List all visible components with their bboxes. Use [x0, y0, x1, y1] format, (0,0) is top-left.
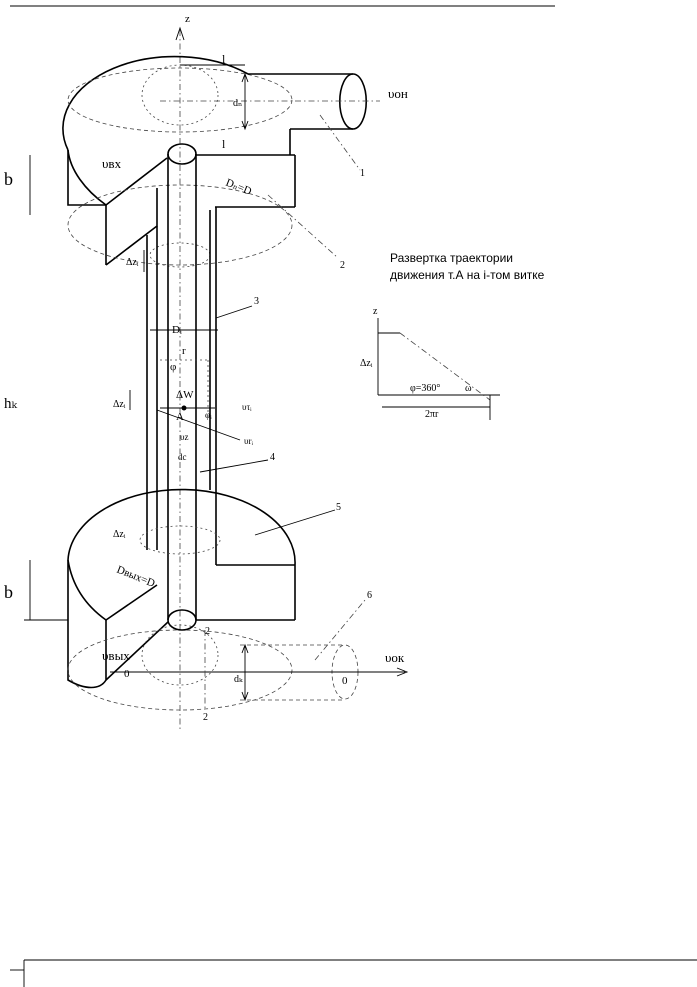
- dz-bottom-label: Δzᵢ: [113, 529, 126, 540]
- b-bottom-label: b: [4, 582, 13, 602]
- unfold-omega-label: ω: [465, 383, 472, 394]
- unfold-dz-label: Δzᵢ: [360, 358, 373, 369]
- section-mark-bottom: 2: [203, 712, 208, 723]
- zero-right-label: 0: [342, 675, 348, 687]
- d-bottom-label: dₖ: [234, 674, 243, 685]
- central-pipe: [146, 154, 241, 620]
- hk-label: hₖ: [4, 396, 18, 412]
- l-top-label: l: [222, 52, 226, 66]
- r-label: r: [182, 345, 186, 357]
- part-number-2: 2: [340, 260, 345, 271]
- dz-left-label: Δzᵢ: [113, 399, 126, 410]
- v-z-label: υz: [180, 432, 188, 442]
- A-label: A: [176, 411, 184, 423]
- part-number-3: 3: [254, 296, 259, 307]
- unfold-title-line1: Развертка траектории: [390, 251, 513, 265]
- dW-label: ΔW: [176, 389, 194, 401]
- part-number-4: 4: [270, 452, 275, 463]
- phi-label: φ: [170, 361, 176, 373]
- unfold-title-line2: движения т.А на i-том витке: [390, 268, 545, 282]
- D-bottom-label: Dвых=D: [115, 564, 157, 590]
- v-ti-label: υτᵢ: [242, 402, 252, 412]
- pipe-bottom-ellipse: [167, 609, 197, 631]
- pipe-top-ellipse: [167, 143, 197, 165]
- unfold-2pir-label: 2πr: [425, 409, 439, 420]
- z-axis: [175, 26, 185, 730]
- part-number-5: 5: [336, 502, 341, 513]
- v-ri-label: υrᵢ: [244, 436, 253, 446]
- part-number-1: 1: [360, 168, 365, 179]
- phi-i-label: φᵢ: [205, 410, 212, 420]
- leader-lines: [199, 114, 366, 661]
- part-number-6: 6: [367, 590, 372, 601]
- l-mid-label: l: [222, 137, 226, 151]
- Di-label: Dᵢ: [172, 324, 182, 336]
- b-top-label: b: [4, 169, 13, 189]
- zero-left-label: 0: [124, 668, 130, 680]
- v-in-label: υон: [388, 86, 408, 101]
- section-mark-top: 2: [205, 626, 210, 637]
- v-vx-label: υвх: [102, 156, 122, 171]
- d-top-label: dₙ: [233, 98, 242, 109]
- bottom-chamber: [67, 488, 409, 711]
- unfold-z-label: z: [373, 306, 378, 317]
- v-ok-label: υок: [385, 650, 405, 665]
- unfold-phi-label: φ=360°: [410, 383, 440, 394]
- unfold-diagram: [377, 318, 500, 420]
- v-out-label: υвых: [102, 648, 130, 663]
- D-top-label: Dₙ=D: [224, 177, 253, 198]
- z-axis-label: z: [185, 13, 190, 25]
- dz-top-label: Δzᵢ: [126, 257, 139, 268]
- dc-label: dc: [178, 452, 187, 462]
- left-dimensions: [24, 155, 145, 621]
